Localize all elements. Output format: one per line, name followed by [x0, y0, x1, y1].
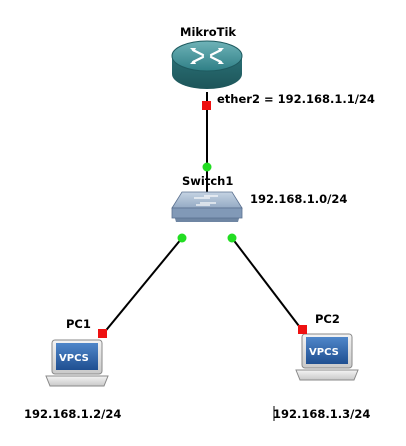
link-switch-pc2[interactable] — [231, 237, 303, 331]
switch-subnet-label: 192.168.1.0/24 — [250, 192, 347, 206]
status-indicator-pc1 — [98, 329, 107, 338]
link-switch-pc1[interactable] — [102, 237, 183, 335]
pc1-ip-label: 192.168.1.2/24 — [24, 407, 121, 421]
pc2-ip-label: 192.168.1.3/24 — [273, 407, 370, 421]
router-label: MikroTik — [180, 25, 236, 39]
status-indicator-switch-up — [202, 162, 212, 172]
router-icon[interactable] — [171, 40, 243, 89]
status-indicator-switch-pc1 — [177, 233, 187, 243]
pc2-screen-text: VPCS — [309, 347, 339, 358]
router-interface-label: ether2 = 192.168.1.1/24 — [217, 92, 375, 106]
switch-label: Switch1 — [182, 174, 233, 188]
status-indicator-router — [202, 101, 211, 110]
status-indicator-pc2 — [298, 325, 307, 334]
switch-icon[interactable] — [171, 191, 243, 222]
pc1-screen-text: VPCS — [59, 353, 89, 364]
pc2-icon[interactable]: VPCS — [295, 333, 359, 381]
pc1-label: PC1 — [66, 317, 91, 331]
pc1-icon[interactable]: VPCS — [45, 339, 109, 387]
pc2-label: PC2 — [315, 312, 340, 326]
status-indicator-switch-pc2 — [227, 233, 237, 243]
